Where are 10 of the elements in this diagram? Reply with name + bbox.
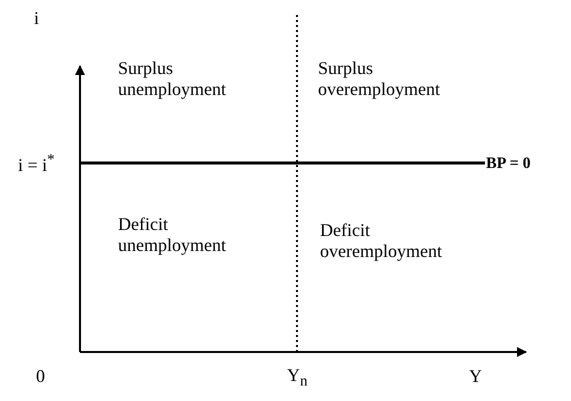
region-label: Deficit unemployment [118,214,227,256]
line-label: BP = 0 [486,154,531,174]
region-label: Surplus unemployment [118,58,227,100]
region-label: Surplus overemployment [318,58,441,100]
axis-label: 0 [36,366,45,387]
axis-label: Y$_{n}$ [287,365,308,392]
axis-label: i [34,8,40,29]
axis-label: i = i$^{*}$ [18,151,55,176]
region-label: Deficit overemployment [320,220,443,262]
axis-label: Y [469,366,482,387]
